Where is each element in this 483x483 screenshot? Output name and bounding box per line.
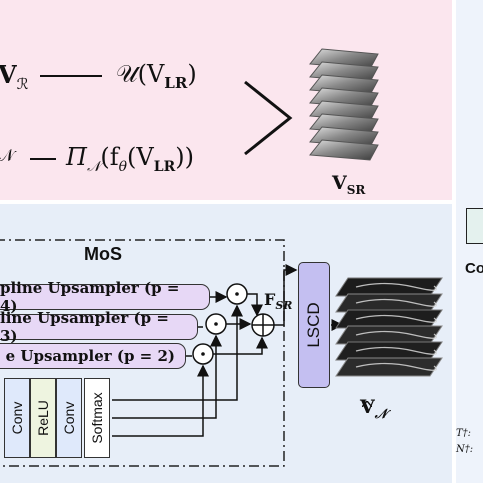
hat-accent (361, 392, 373, 408)
eq1-connector-line (40, 75, 102, 77)
top-panel (0, 0, 452, 200)
gating-relu: ReLU (30, 378, 56, 458)
gating-conv-1: Conv (4, 378, 30, 458)
sr-volume-stack (309, 48, 379, 161)
gating-conv-2: Conv (56, 378, 82, 458)
footnote-n: N†: (456, 444, 474, 455)
output-volume-stack (335, 277, 443, 377)
eq1-lhs: Vℛ (0, 60, 29, 93)
merge-chevron (244, 80, 293, 156)
right-partial-box (466, 208, 483, 244)
eq1-rhs: 𝒰(VLR) (116, 60, 197, 92)
right-partial-label: Co (465, 260, 483, 277)
output-volume-label: V𝒩 (360, 396, 388, 422)
eq2-rhs: Π𝒩(fθ(VLR)) (66, 143, 194, 175)
gating-softmax: Softmax (84, 378, 110, 458)
mos-title: MoS (84, 244, 122, 264)
footnote-t: T†: (456, 428, 472, 439)
eq2-lhs: 𝒩 (0, 146, 15, 166)
upsampler-p4: pline Upsampler (p = 4) (0, 279, 210, 315)
lscd-block: LSCD (298, 262, 330, 388)
sr-volume-label: VSR (332, 172, 366, 197)
feature-sr-label: FSR (264, 290, 293, 313)
upsampler-p3: line Upsampler (p = 3) (0, 309, 198, 345)
upsampler-p2: e Upsampler (p = 2) (0, 343, 186, 369)
mos-dashed-border (0, 239, 285, 467)
eq2-connector-line (30, 158, 56, 160)
